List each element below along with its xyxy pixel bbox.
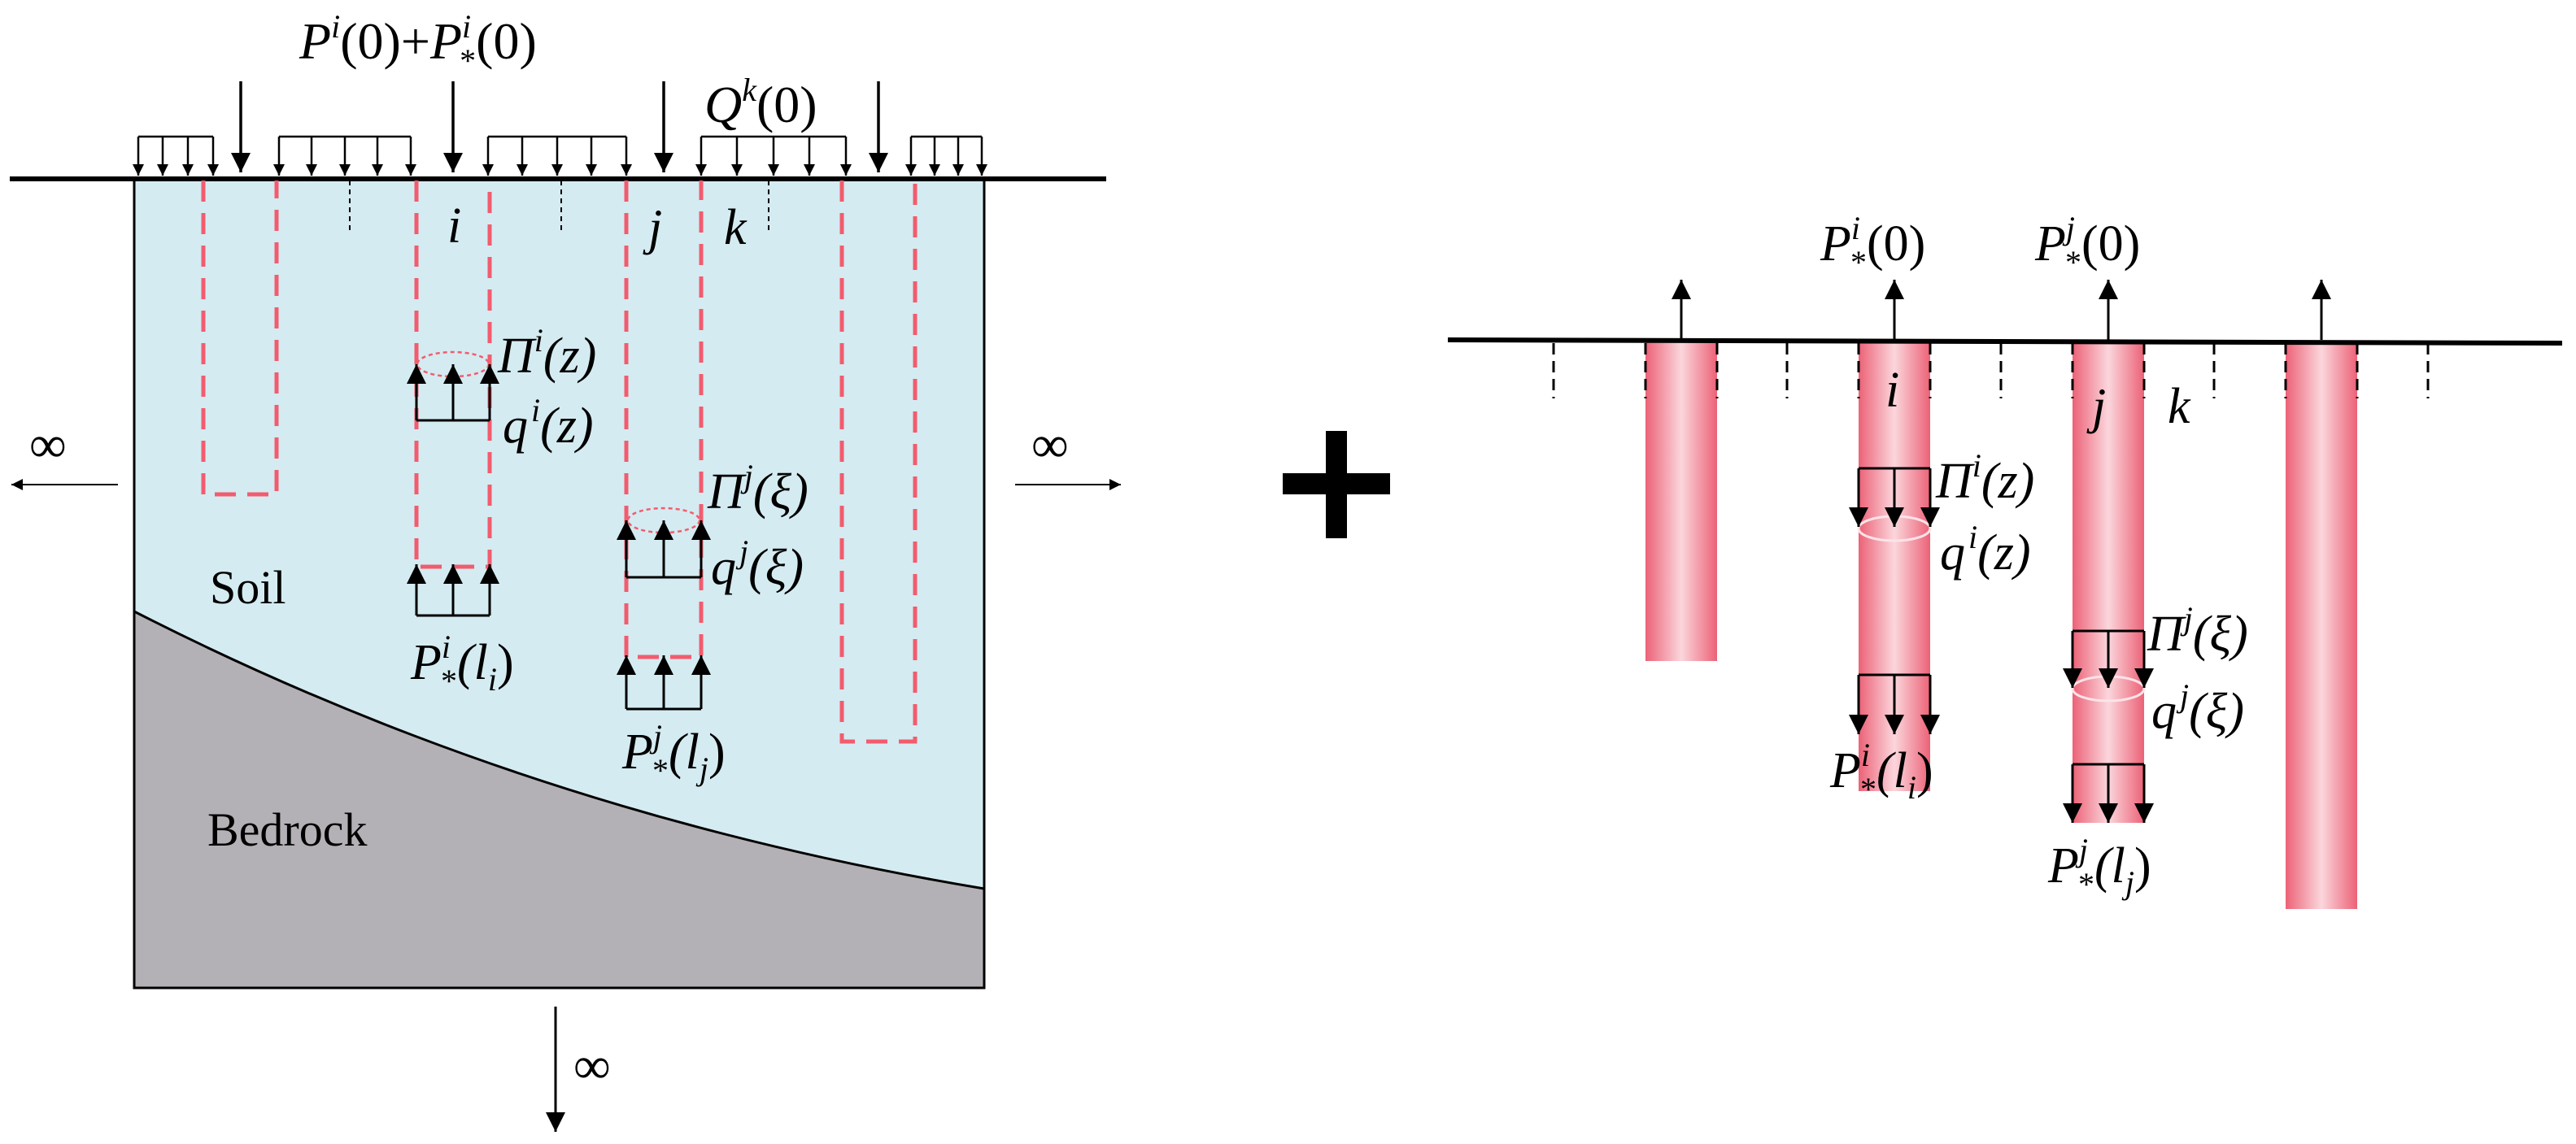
label-shaft-force-j-left: Πj(ξ) (707, 458, 809, 520)
infinity-right: ∞ (1031, 415, 1069, 473)
ground-surface-right (1447, 337, 2563, 346)
label-head-load-j-right: Pj*(0) (2034, 210, 2140, 281)
label-tip-force-j-right: Pj*(lj) (2047, 832, 2151, 903)
pile-i-tip-force-right (1849, 673, 1940, 734)
virtual-pile-j (624, 181, 704, 659)
label-tip-force-i-left: Pi*(li) (410, 629, 514, 699)
distributed-load-4 (695, 135, 852, 176)
infinity-bottom: ∞ (573, 1037, 611, 1094)
pile-label-i-left: i (447, 198, 461, 254)
distributed-load-1 (133, 135, 219, 176)
bedrock-label: Bedrock (207, 803, 368, 856)
pile-j-tip-force (617, 655, 711, 711)
pile-label-k-right: k (2168, 379, 2191, 434)
pile-j (2073, 341, 2144, 823)
surface-ticks-right (1552, 343, 2430, 398)
distributed-load-2 (273, 135, 416, 176)
pile-i-shaft-force-right (1849, 467, 1940, 542)
label-shaft-force-i-left: Πi(z) (497, 322, 596, 384)
soil-label: Soil (210, 561, 286, 614)
label-head-load-i-right: Pi*(0) (1820, 210, 1925, 281)
bedrock-region (134, 611, 984, 988)
label-tip-force-i-right: Pi*(li) (1829, 737, 1933, 807)
pile-i-shaft-force (407, 350, 499, 422)
domain-boundary (133, 179, 986, 990)
label-shaft-force-i-right: Πi(z) (1935, 447, 2034, 509)
pile-1 (1645, 341, 1717, 661)
pile-label-k-left: k (724, 200, 748, 255)
pile-j-shaft-force (617, 507, 711, 579)
superposition-plus (1283, 431, 1390, 538)
virtual-pile-4 (839, 181, 918, 744)
soil-bedrock-interface (133, 610, 985, 890)
surface-distributed-loads (133, 135, 987, 176)
label-tip-force-j-left: Pj*(lj) (621, 718, 726, 789)
distributed-load-5 (905, 135, 987, 176)
pile-head-point-loads (231, 81, 888, 172)
label-surface-load-Q: Qk(0) (704, 72, 817, 133)
far-field-arrows (11, 479, 1121, 1132)
pile-j-tip-force-right (2063, 763, 2154, 823)
infinity-left: ∞ (29, 415, 67, 473)
label-shaft-force-j-right: Πj(ξ) (2147, 600, 2248, 662)
left-panel-soil-model: Pi(0)+Pi*(0) Qk(0) i j k Πi(z) qi(z) Πj(… (10, 8, 1121, 1132)
pile-head-reactions (1672, 280, 2331, 340)
distributed-load-3 (482, 135, 632, 176)
pile-i-tip-force (407, 564, 499, 617)
plus-vertical-bar (1326, 431, 1347, 538)
label-total-pile-load: Pi(0)+Pi*(0) (299, 8, 537, 79)
pile-label-i-right: i (1885, 363, 1899, 418)
pile-4 (2286, 341, 2357, 909)
pile-j-shaft-force-right (2063, 629, 2154, 702)
